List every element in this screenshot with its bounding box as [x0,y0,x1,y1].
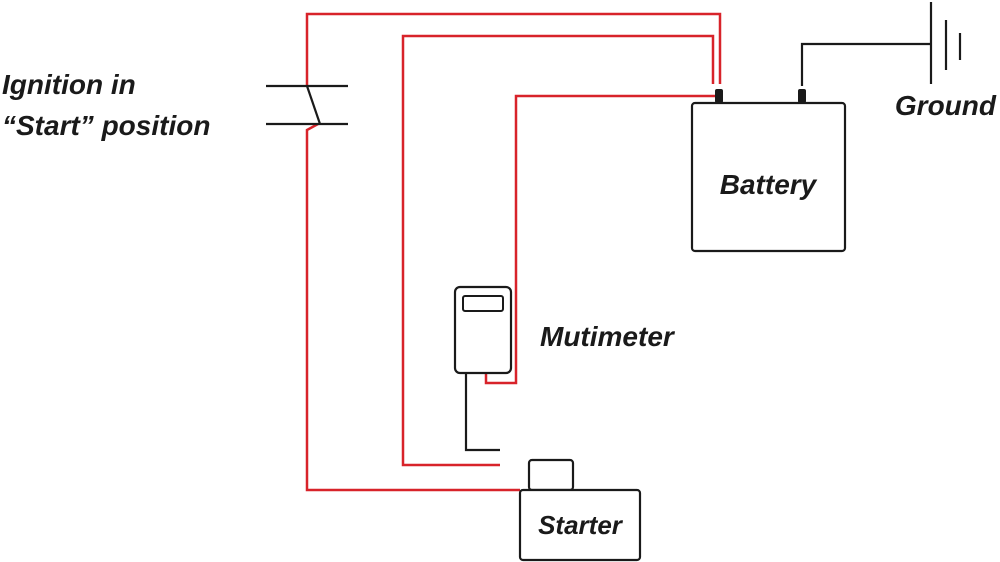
ignition-switch-icon [266,84,348,126]
starter-solenoid [527,458,575,492]
multimeter-label: Mutimeter [540,321,676,352]
ignition-label-line1: Ignition in [2,69,136,100]
battery-terminal-negative [798,89,806,103]
wire-ignition-to-starter [305,122,520,492]
multimeter [453,285,513,375]
starter-label: Starter [538,510,624,540]
starter: Starter [518,458,642,562]
neutral-wires [464,42,930,452]
wire-battery-to-ground [800,42,930,86]
battery-label: Battery [720,169,818,200]
wire-battery-to-starter [401,34,715,467]
ignition-label-line2: “Start” position [2,110,210,141]
multimeter-display [462,295,504,312]
wire-battery-to-ignition [305,12,722,86]
ground-symbol-icon [929,2,962,84]
starter-body [518,488,642,562]
ground-label: Ground [895,90,997,121]
positive-wires [305,12,722,492]
battery: Battery [690,89,847,253]
wire-multimeter-to-starter [464,373,500,452]
battery-body [690,101,847,253]
battery-terminal-positive [715,89,723,103]
